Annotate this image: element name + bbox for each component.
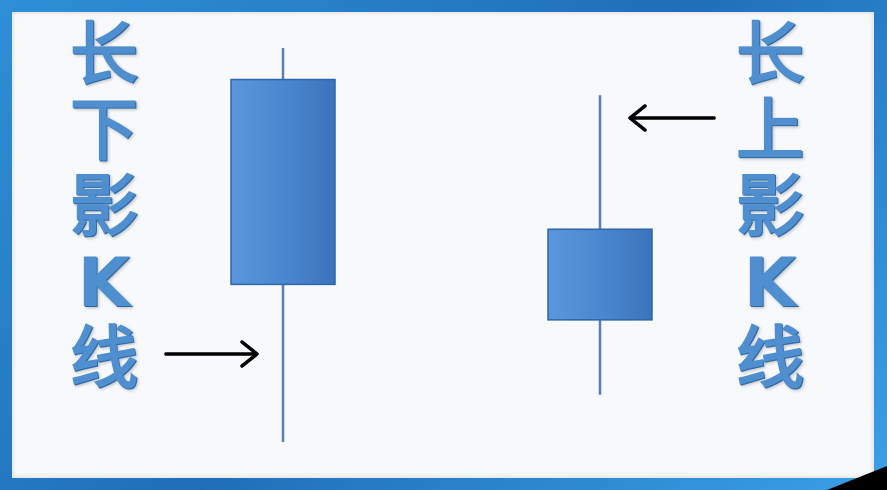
label-char: 线: [735, 320, 804, 399]
label-char: 下: [69, 92, 138, 171]
candle-long-lower-shadow: [230, 48, 336, 442]
label-char: 长: [735, 16, 804, 95]
label-char: 线: [69, 320, 138, 399]
candle-body: [230, 78, 336, 286]
arrow-to-lower-shadow: [164, 340, 259, 368]
label-char: 长: [69, 16, 138, 95]
label-char: 影: [69, 168, 138, 247]
candle-body: [547, 228, 653, 321]
candle-long-upper-shadow: [547, 95, 653, 395]
label-char: K: [77, 244, 131, 323]
long-upper-shadow-label: 长 上 影 K 线: [730, 18, 810, 398]
label-char: 上: [735, 92, 804, 171]
arrow-head: [628, 104, 647, 132]
arrow-head: [240, 340, 259, 368]
long-lower-shadow-label: 长 下 影 K 线: [64, 18, 144, 398]
label-char: K: [743, 244, 797, 323]
label-char: 影: [735, 168, 804, 247]
diagram-panel: [12, 12, 874, 478]
arrow-to-upper-shadow: [628, 104, 716, 132]
